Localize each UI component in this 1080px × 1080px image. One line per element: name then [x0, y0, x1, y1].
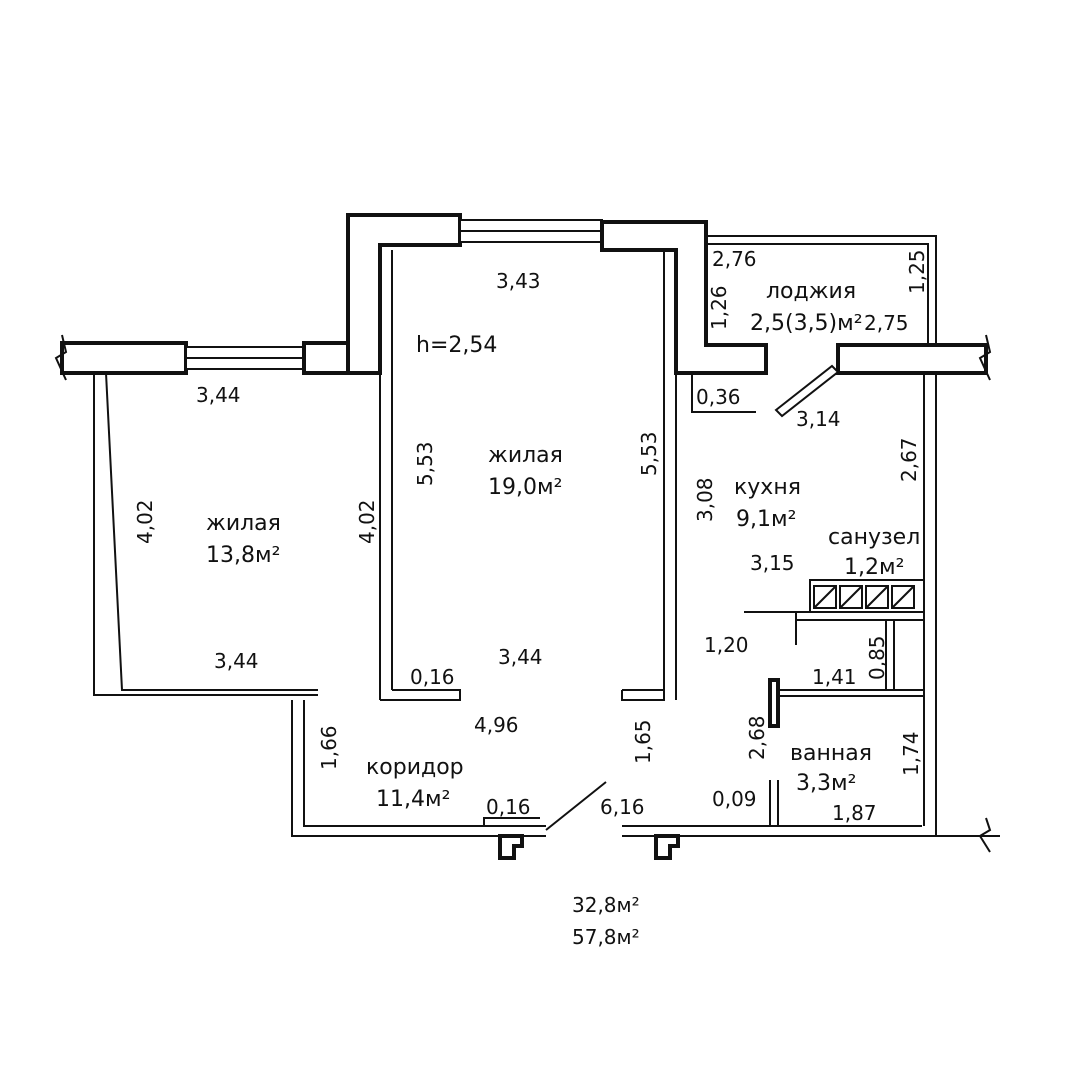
dim-kitchen-height-left: 3,08	[693, 477, 717, 522]
break-mark-right	[978, 334, 992, 381]
loggia-door	[774, 364, 840, 418]
dim-center-top-width: 3,43	[496, 269, 541, 293]
total-area: 57,8м²	[572, 925, 640, 949]
dim-center-room-height-left: 5,53	[413, 441, 437, 486]
dim-loggia-width: 2,76	[712, 247, 757, 271]
room-name-loggia: лоджия	[766, 279, 856, 304]
dim-kitchen-width: 3,15	[750, 551, 795, 575]
dim-entrance-width: 6,16	[600, 795, 645, 819]
dim-bath-height-left: 2,68	[745, 715, 769, 760]
wall-loggia-inner	[706, 243, 929, 345]
dim-center-bottom-width: 3,44	[498, 645, 543, 669]
dim-corridor-left-height: 1,66	[317, 725, 341, 770]
wall-top-left-stub	[60, 341, 188, 375]
wall-corridor-left	[291, 700, 546, 837]
wall-center-bottom	[380, 689, 461, 701]
bath-door-jamb	[768, 678, 780, 728]
room-name-living-left: жилая	[206, 511, 281, 536]
entrance-pillar-left	[498, 834, 524, 860]
dim-loggia-length: 2,75	[864, 311, 909, 335]
total-living-area: 32,8м²	[572, 893, 640, 917]
walls	[54, 213, 1000, 860]
room-area-corridor: 11,4м²	[376, 787, 450, 812]
dim-left-room-height-inner: 4,02	[355, 499, 379, 544]
dimension-labels: 3,43 3,44 3,44 3,44 0,16 4,96 0,16 6,16 …	[133, 247, 929, 825]
dim-bath-bottom-width: 1,87	[832, 801, 877, 825]
ceiling-height: h=2,54	[416, 333, 497, 358]
room-area-kitchen: 9,1м²	[736, 507, 796, 532]
dim-left-top-width: 3,44	[196, 383, 241, 407]
dim-bath-top-width: 1,41	[812, 665, 857, 689]
dim-bracket-036	[691, 373, 756, 413]
wall-left-room-inner	[105, 372, 318, 691]
wall-loggia	[706, 235, 937, 345]
area-totals: 32,8м² 57,8м²	[572, 893, 640, 949]
room-name-kitchen: кухня	[734, 475, 801, 500]
dim-corridor-length: 4,96	[474, 713, 519, 737]
entrance-pillar-right	[654, 834, 680, 860]
break-mark-left	[54, 334, 68, 381]
room-name-living-center: жилая	[488, 443, 563, 468]
room-labels: жилая 13,8м² жилая 19,0м² кухня 9,1м² ло…	[206, 279, 920, 812]
dim-loggia-door: 3,14	[796, 407, 841, 431]
wall-left-room-outline	[93, 373, 318, 696]
dim-wall-thickness-room: 0,16	[410, 665, 455, 689]
dim-hall-width: 1,20	[704, 633, 749, 657]
dim-left-room-height-outer: 4,02	[133, 499, 157, 544]
room-area-wc: 1,2м²	[844, 555, 904, 580]
dim-loggia-wall: 0,36	[696, 385, 741, 409]
room-area-living-left: 13,8м²	[206, 543, 280, 568]
room-name-bath: ванная	[790, 741, 872, 766]
dim-wall-thickness-corridor: 0,16	[486, 795, 531, 819]
break-mark-bottom-right	[978, 817, 992, 853]
dim-kitchen-height-right: 2,67	[897, 437, 921, 482]
room-name-corridor: коридор	[366, 755, 464, 780]
room-area-bath: 3,3м²	[796, 771, 856, 796]
dim-wc-height: 0,85	[865, 635, 889, 680]
room-area-loggia: 2,5(3,5)м²	[750, 311, 863, 336]
wc-ventilation-hatch	[813, 585, 915, 609]
dim-corridor-center-height: 1,65	[631, 719, 655, 764]
dim-loggia-side-height: 1,25	[905, 249, 929, 294]
wall-center-bottom-right	[621, 689, 665, 701]
dim-left-bottom-width: 3,44	[214, 649, 259, 673]
dim-center-room-height-right: 5,53	[637, 431, 661, 476]
wall-kitchen-top-right	[836, 343, 988, 375]
entrance-door-leaf	[545, 781, 607, 831]
room-area-living-center: 19,0м²	[488, 475, 562, 500]
wall-corridor-left-inner	[303, 700, 546, 827]
dim-bracket-corr-016	[483, 817, 540, 826]
wall-center-left-pier	[346, 213, 462, 375]
room-name-wc: санузел	[828, 525, 920, 550]
dim-loggia-wall-height: 1,26	[707, 285, 731, 330]
dim-bath-wall: 0,09	[712, 787, 757, 811]
dim-bath-height-right: 1,74	[899, 731, 923, 776]
wall-center-right-pier	[600, 220, 768, 375]
